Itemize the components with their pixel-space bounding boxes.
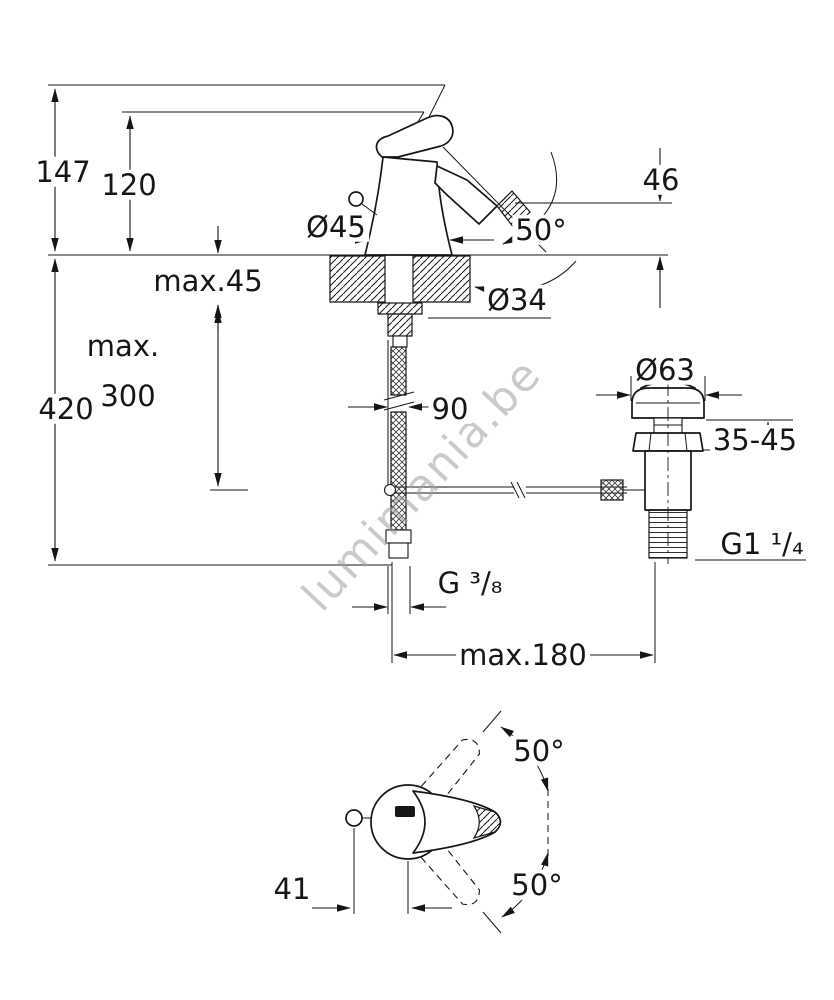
dim-spout-height: 46	[639, 164, 683, 195]
rod-adjuster	[600, 479, 624, 501]
dim-max-value: 300	[97, 380, 159, 411]
top-view	[345, 710, 549, 934]
dim-max-word: max.	[83, 330, 163, 361]
faucet-front-view	[348, 114, 531, 256]
dim-height-total: 147	[32, 156, 94, 187]
dim-base-diameter: Ø45	[303, 211, 369, 242]
dim-height-spout: 120	[98, 169, 160, 200]
popup-knob-top-view	[345, 809, 363, 827]
under-deck-parts	[377, 302, 645, 559]
flex-hose-upper	[390, 346, 407, 396]
dim-hose-thread: G ³/₈	[434, 567, 506, 598]
dim-hose-offset: 90	[428, 393, 472, 424]
dim-swing-upper: 50°	[510, 735, 568, 766]
handle-down-position	[413, 831, 480, 906]
dim-clamp-range: 35-45	[709, 424, 801, 455]
waste-assembly	[631, 380, 705, 564]
dim-hose-length: 420	[35, 393, 97, 424]
dim-waste-diameter: Ø63	[632, 354, 698, 385]
dim-spout-angle: 50°	[512, 214, 570, 245]
rod-ball-joint	[383, 483, 397, 497]
dim-rod-reach: max.180	[456, 639, 590, 670]
dim-waste-thread: G1 ¹/₄	[717, 528, 807, 559]
dim-deck-thickness: max.45	[150, 265, 266, 296]
deck-section	[329, 255, 471, 303]
popup-knob	[348, 191, 364, 207]
handle-up-position	[413, 738, 480, 813]
dim-swing-lower: 50°	[508, 869, 566, 900]
hose-nut	[388, 542, 409, 559]
dim-hole-diameter: Ø34	[484, 284, 550, 315]
dim-knob-offset: 41	[270, 873, 314, 904]
